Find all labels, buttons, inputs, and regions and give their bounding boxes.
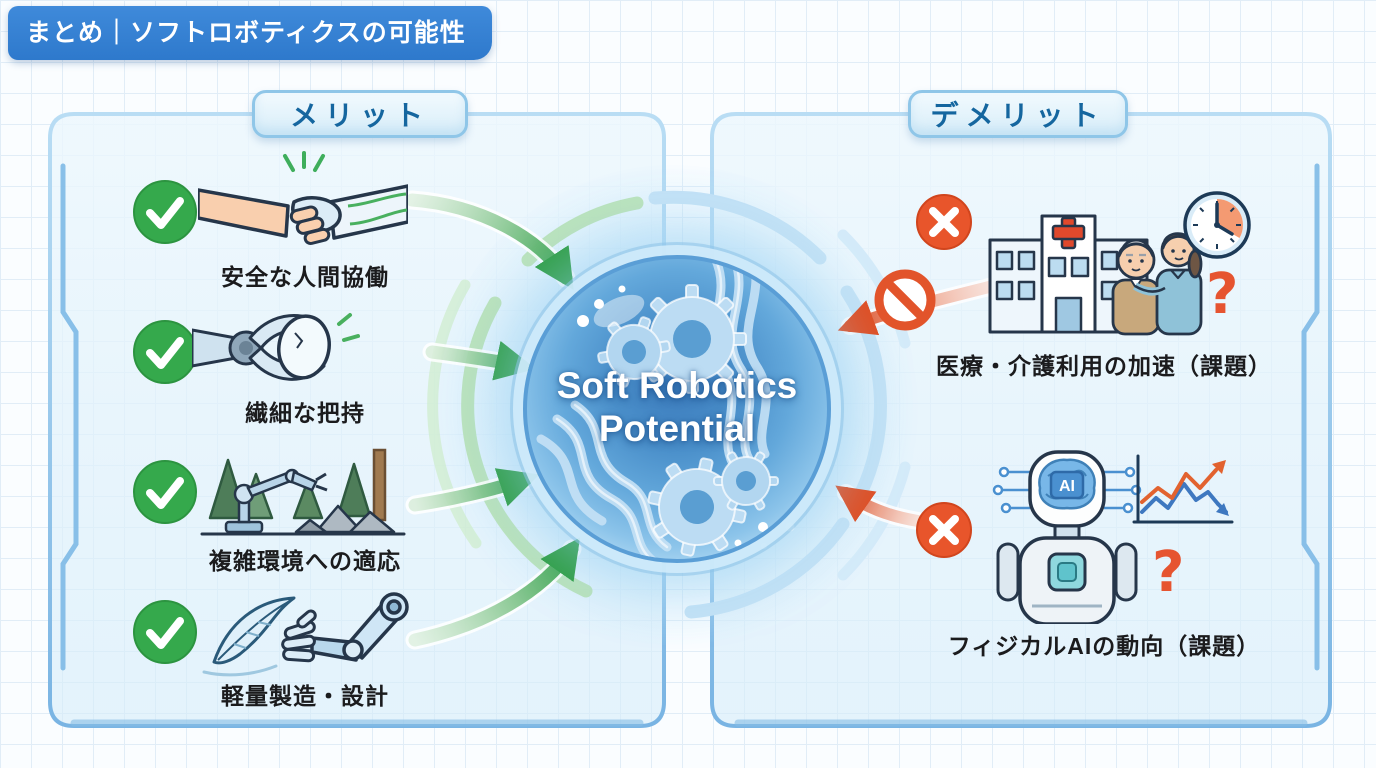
merit-item-label: 繊細な把持 <box>245 400 365 426</box>
gear-icon <box>713 451 779 511</box>
feather-lightweight-arm-icon <box>202 592 409 677</box>
title-banner: まとめ｜ソフトロボティクスの可能性 <box>8 6 492 60</box>
banner-title: まとめ｜ソフトロボティクスの可能性 <box>26 19 466 47</box>
human-robot-handshake-icon <box>198 151 408 246</box>
merit-item-label: 安全な人間協働 <box>221 264 389 290</box>
robot-arm-forest-icon <box>200 448 406 536</box>
soft-robotics-potential-node: Soft Robotics Potential <box>523 255 831 563</box>
clock-icon <box>1183 191 1251 259</box>
prohibition-icon <box>874 269 936 331</box>
cross-badge-icon <box>916 194 972 250</box>
demerit-header: デメリット <box>908 90 1128 138</box>
merit-item-label: 軽量製造・設計 <box>221 683 389 709</box>
physical-ai-robot-icon: AI <box>992 450 1142 624</box>
merit-header-label: メリット <box>289 100 430 131</box>
hospital-caregiver-icon <box>988 214 1203 336</box>
question-mark: ? <box>1206 262 1239 327</box>
sphere-title: Soft Robotics Potential <box>527 365 827 451</box>
ai-chip-label: AI <box>1059 478 1075 495</box>
check-icon <box>133 600 197 664</box>
gripper-holding-egg-icon <box>192 313 360 381</box>
check-icon <box>133 460 197 524</box>
question-mark: ? <box>1152 540 1185 605</box>
merit-item-label: 複雑環境への適応 <box>209 548 401 574</box>
demerit-item-label: 医療・介護利用の加速（課題） <box>936 353 1272 379</box>
demerit-item-label: フィジカルAIの動向（課題） <box>947 633 1261 659</box>
merit-header: メリット <box>252 90 468 138</box>
cross-badge-icon <box>916 502 972 558</box>
demerit-header-label: デメリット <box>930 100 1106 131</box>
gear-icon <box>597 316 671 388</box>
check-icon <box>133 320 197 384</box>
trend-chart-icon <box>1132 454 1234 524</box>
sphere-title-line1: Soft Robotics <box>556 365 798 406</box>
check-icon <box>133 180 197 244</box>
sphere-title-line2: Potential <box>598 407 756 449</box>
